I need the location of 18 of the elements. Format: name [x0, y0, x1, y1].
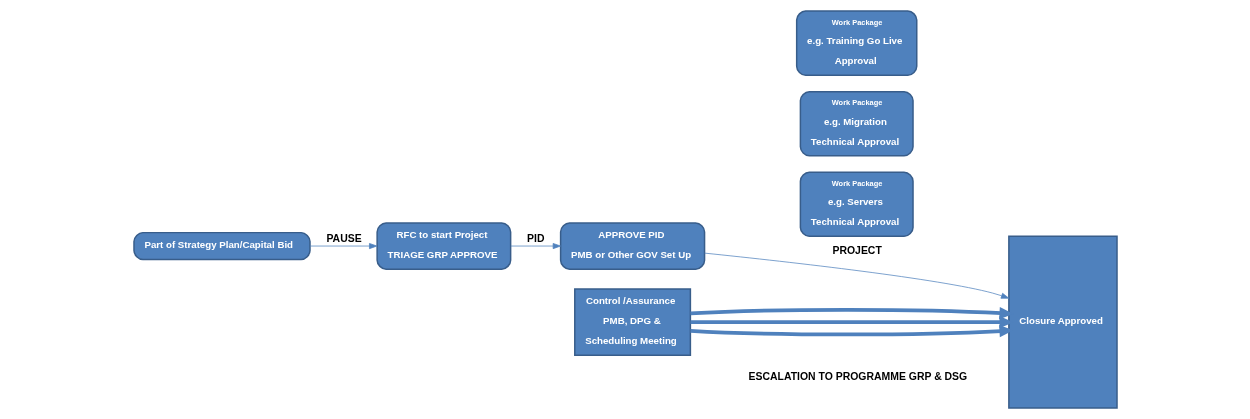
- node-box: APPROVE PID PMB or Other GOV Set Up: [559, 222, 705, 270]
- arrow: [510, 243, 561, 250]
- arrow: [309, 243, 377, 250]
- node-box: Closure Approved: [1007, 235, 1118, 409]
- node-box: Part of Strategy Plan/Capital Bid: [132, 231, 311, 261]
- label: ESCALATION TO PROGRAMME GRP & DSG: [748, 371, 967, 383]
- edge-label: PID: [526, 233, 544, 245]
- arrow: [703, 252, 1009, 299]
- node-box: Work Package e.g. Migration Technical Approval: [799, 90, 914, 157]
- arrow: [690, 316, 1013, 329]
- node-box: Work Package e.g. Servers Technical Approval: [799, 171, 914, 238]
- node-box: RFC to start Project TRIAGE GRP APPROVE: [375, 222, 511, 270]
- arrow: [689, 307, 1013, 320]
- edge-label: PAUSE: [325, 233, 362, 245]
- arrow: [689, 325, 1013, 338]
- edge-label: PROJECT: [831, 244, 882, 256]
- node-box: Work Package e.g. Training Go Live Approval: [795, 10, 917, 76]
- node-box: Control /Assurance PMB, DPG & Scheduling Meeting: [573, 288, 691, 357]
